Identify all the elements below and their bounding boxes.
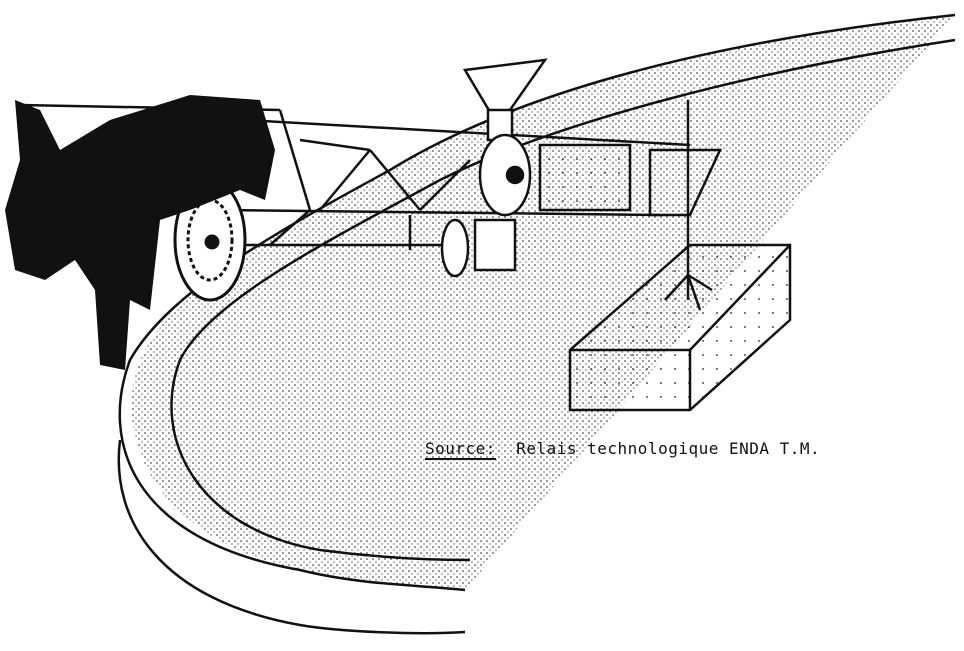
grinder-and-hopper: [440, 58, 548, 278]
circular-track: [117, 13, 956, 635]
cart-wheel: [173, 178, 247, 302]
source-text: Relais technologique ENDA T.M.: [516, 439, 821, 458]
concrete-block-with-stake: [568, 100, 792, 412]
source-caption: Source: Relais technologique ENDA T.M.: [425, 439, 820, 458]
source-label: Source:: [425, 439, 496, 458]
donkey-silhouette: [5, 95, 275, 370]
